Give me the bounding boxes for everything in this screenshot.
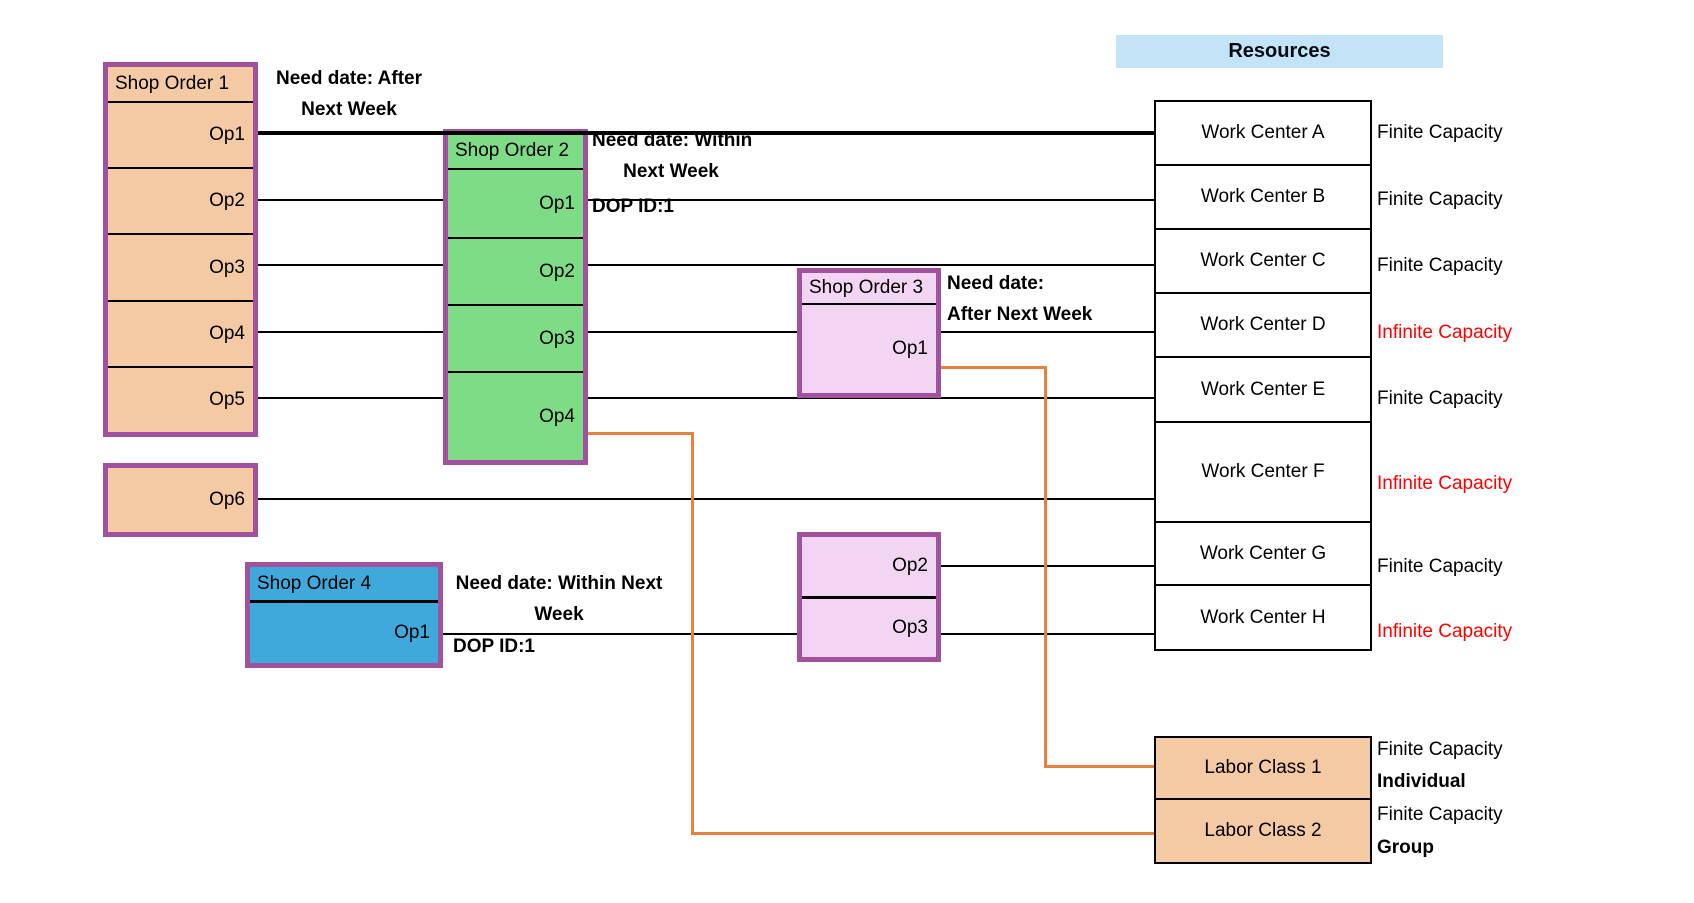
shop-order-3-box: Shop Order 3 Op1 [797, 268, 941, 398]
work-center-f: Work Center F [1156, 423, 1370, 523]
capacity-label-wc-g: Finite Capacity [1377, 556, 1503, 577]
shop-order-1-op3: Op3 [108, 233, 253, 299]
work-center-c: Work Center C [1156, 230, 1370, 294]
capacity-label-labor-class-2: Finite Capacity [1377, 804, 1503, 825]
shop-order-1-title: Shop Order 1 [108, 67, 253, 103]
shop-order-1-box: Shop Order 1 Op1 Op2 Op3 Op4 Op5 [103, 62, 258, 437]
orange-connector-so2op4-to-laborclass2 [691, 832, 1154, 835]
dop-id-shop-order-4: DOP ID:1 [453, 636, 536, 657]
shop-order-4-title: Shop Order 4 [250, 567, 438, 603]
need-date-so1-line2: Next Week [301, 99, 397, 120]
shop-order-3-title: Shop Order 3 [802, 273, 936, 305]
need-date-so3-line2: After Next Week [947, 304, 1093, 325]
shop-order-1-op4: Op4 [108, 299, 253, 366]
need-date-shop-order-2: Need date: Within Next Week [592, 125, 753, 187]
shop-order-1-op5: Op5 [108, 365, 253, 432]
capacity-label-wc-a: Finite Capacity [1377, 122, 1503, 143]
shop-order-2-op1: Op1 [539, 192, 575, 214]
need-date-so2-line1: Need date: Within [592, 130, 753, 151]
need-date-so3-line1: Need date: [947, 273, 1045, 294]
shop-order-2-op4: Op4 [448, 371, 583, 460]
resources-header: Resources [1116, 35, 1443, 68]
work-center-e: Work Center E [1156, 358, 1370, 423]
capacity-label-labor-class-1: Finite Capacity [1377, 739, 1503, 760]
connector-so1op1-to-wc-a [258, 131, 1154, 135]
capacity-label-wc-h: Infinite Capacity [1377, 621, 1513, 642]
capacity-label-wc-f: Infinite Capacity [1377, 473, 1513, 494]
labor-class-column: Labor Class 1 Labor Class 2 [1154, 736, 1372, 864]
work-center-h: Work Center H [1156, 586, 1370, 649]
connector-so1op6-to-wc-f [258, 498, 1154, 500]
orange-connector-so3op1-seg2 [1044, 366, 1047, 768]
work-center-d: Work Center D [1156, 294, 1370, 358]
scope-label-labor-class-1: Individual [1377, 771, 1466, 792]
connector-so1op2-so2op1-to-wc-b [258, 199, 1154, 201]
shop-order-4-box: Shop Order 4 Op1 [245, 562, 443, 668]
labor-class-2: Labor Class 2 [1156, 800, 1370, 862]
connector-so3op2-to-wc-g [941, 565, 1154, 567]
capacity-label-wc-c: Finite Capacity [1377, 255, 1503, 276]
connector-so1op4-so2op3-so3op1-to-wc-d [258, 331, 1154, 333]
shop-order-1-op1: Op1 [209, 124, 245, 146]
capacity-label-wc-e: Finite Capacity [1377, 388, 1503, 409]
shop-order-2-title: Shop Order 2 [448, 134, 583, 170]
orange-connector-so3op1-to-laborclass1 [1044, 765, 1154, 768]
work-center-a: Work Center A [1156, 102, 1370, 166]
need-date-so4-line2: Week [534, 604, 584, 625]
connector-so1op5-so2op4-to-wc-e [258, 397, 1154, 399]
labor-class-1: Labor Class 1 [1156, 738, 1370, 800]
dop-id-shop-order-2: DOP ID:1 [592, 196, 675, 217]
shop-order-3-op1: Op1 [892, 338, 928, 359]
need-date-shop-order-1: Need date: After Next Week [267, 63, 431, 125]
shop-order-3-op2: Op2 [892, 555, 928, 577]
work-center-b: Work Center B [1156, 166, 1370, 230]
shop-order-3-continuation-box: Op2 Op3 [797, 532, 941, 662]
orange-connector-so3op1-seg1 [939, 366, 1047, 369]
need-date-shop-order-3: Need date: After Next Week [947, 268, 1137, 330]
shop-order-2-box: Shop Order 2 Op1 Op2 Op3 Op4 [443, 129, 588, 465]
need-date-so1-line1: Need date: After [275, 68, 423, 89]
connector-so1op3-so2op2-to-wc-c [258, 264, 1154, 266]
work-center-g: Work Center G [1156, 523, 1370, 586]
shop-order-2-op3: Op3 [448, 304, 583, 371]
work-center-column: Work Center A Work Center B Work Center … [1154, 100, 1372, 651]
orange-connector-so2op4-seg1 [586, 432, 694, 435]
shop-order-1-op2: Op2 [108, 167, 253, 233]
shop-order-3-op3: Op3 [802, 595, 936, 658]
need-date-so2-line2: Next Week [623, 161, 719, 182]
need-date-shop-order-4: Need date: Within Next Week [453, 568, 665, 630]
capacity-label-wc-b: Finite Capacity [1377, 189, 1503, 210]
shop-order-2-op2: Op2 [448, 237, 583, 304]
need-date-so4-line1: Need date: Within Next [455, 573, 663, 594]
scope-label-labor-class-2: Group [1377, 837, 1434, 858]
shop-order-1-op6-box: Op6 [103, 463, 258, 537]
capacity-label-wc-d: Infinite Capacity [1377, 322, 1513, 343]
shop-order-4-op1: Op1 [394, 622, 430, 643]
orange-connector-so2op4-seg2 [691, 432, 694, 835]
